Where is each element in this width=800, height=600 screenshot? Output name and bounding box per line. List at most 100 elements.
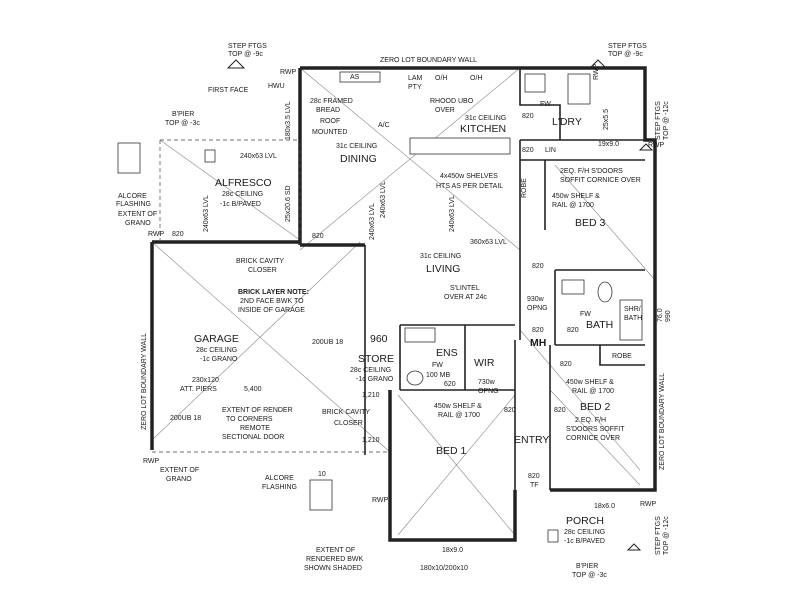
bath-opng-2: OPNG <box>527 305 548 312</box>
garage-brick-cavity-1: BRICK CAVITY <box>236 258 284 265</box>
step-marker-right-icon <box>588 59 608 69</box>
garage-5400: 5,400 <box>244 386 262 393</box>
garage-extent-1: EXTENT OF <box>160 467 199 474</box>
bath-fw: FW <box>580 311 591 318</box>
wir-opng-1: 730w <box>478 379 496 386</box>
dining-ceiling: 31c CEILING <box>336 143 377 150</box>
kitchen-name: KITCHEN <box>460 123 506 135</box>
ens-fw: FW <box>432 362 443 369</box>
bottom-extent-1: EXTENT OF <box>316 547 355 554</box>
living-lvl-vert: 240x63 LVL <box>449 195 456 232</box>
laundry-name: L'DRY <box>552 116 582 128</box>
alcove-top-1: ALCORE <box>118 193 147 200</box>
entry-name: ENTRY <box>514 434 549 446</box>
garage-brick-note-2: 2ND FACE BWK TO <box>240 298 304 305</box>
garage-render-3: REMOTE <box>240 425 270 432</box>
garage-render-1: EXTENT OF RENDER <box>222 407 293 414</box>
walls <box>150 66 657 542</box>
bed3-robe: ROBE <box>521 178 528 198</box>
step-ftgs-right-top: TOP @ -9c <box>608 51 643 58</box>
entry-tf: TF <box>530 482 539 489</box>
wir-opng-2: OPNG <box>478 388 499 395</box>
oh-label-1: O/H <box>435 75 447 82</box>
kitchen-island-icon <box>409 137 511 155</box>
step-ftgs-right-label: STEP FTGS <box>608 43 647 50</box>
washer-icon <box>567 73 591 105</box>
bed3-doors-1: 2EQ. F/H S'DOORS <box>560 168 623 175</box>
bath-820-b: 820 <box>567 327 579 334</box>
bed2-robe: ROBE <box>612 353 632 360</box>
garage-render-4: SECTIONAL DOOR <box>222 434 284 441</box>
alcove-detail-bottom-icon <box>309 479 333 511</box>
porch-bpier: B'PIER <box>576 563 598 570</box>
garage-alcove-num: 10 <box>318 471 326 478</box>
pty-label: PTY <box>408 84 422 91</box>
garage-ub18-top: 200UB 18 <box>312 339 343 346</box>
step-marker-porch-icon <box>626 543 642 551</box>
wir-name: WIR <box>474 357 495 369</box>
bed2-doors-2: S'DOORS SOFFIT <box>566 426 625 433</box>
dining-name: DINING <box>340 153 377 165</box>
bed1-shelf-1: 450w SHELF & <box>434 403 482 410</box>
vanity-icon <box>561 279 585 295</box>
framed-roof-1: 28c FRAMED <box>310 98 353 105</box>
laundry-820: 820 <box>522 147 534 154</box>
toilet-icon <box>597 281 613 303</box>
hall-820: 820 <box>560 361 572 368</box>
garage-extent-2: GRANO <box>166 476 192 483</box>
hwu-label: HWU <box>268 83 285 90</box>
living-lvl: 360x63 LVL <box>470 239 507 246</box>
dining-lvl: 240x63 LVL <box>240 153 277 160</box>
lam-label: LAM <box>408 75 423 82</box>
laundry-fw: FW <box>540 101 551 108</box>
bed2-shelf-2: RAIL @ 1700 <box>572 388 614 395</box>
bath-name: BATH <box>586 319 613 331</box>
laundry-step-ftgs: STEP FTGS <box>655 101 662 140</box>
garage-grano: -1c GRANO <box>200 356 238 363</box>
store-1210-b: 1,210 <box>362 437 380 444</box>
alfresco-beam: 180x3.5 LVL <box>285 101 292 140</box>
wir-820: 820 <box>504 407 516 414</box>
alfresco-lvl-side: 240x63 LVL <box>203 195 210 232</box>
garage-alcove-1: ALCORE <box>265 475 294 482</box>
bottom-rwp: RWP <box>372 497 389 504</box>
bed2-boundary-wall: ZERO LOT BOUNDARY WALL <box>659 373 666 470</box>
porch-step-ftgs: STEP FTGS <box>655 516 662 555</box>
garage-ub18: 200UB 18 <box>170 415 201 422</box>
kitchen-ceiling: 31c CEILING <box>465 115 506 122</box>
store-ceiling: 28c CEILING <box>350 367 391 374</box>
roof-diagonals <box>151 67 656 536</box>
garage-piers-1: 230x120 <box>192 377 219 384</box>
laundry-side-dim: 25x5.5 <box>603 109 610 130</box>
rangehood-icon <box>339 71 381 83</box>
linen-label: LIN <box>545 147 556 154</box>
alfresco-820: 820 <box>172 231 184 238</box>
bed1-name: BED 1 <box>436 445 467 457</box>
porch-rwp: RWP <box>640 501 657 508</box>
bath-side-dim-1: 76.0 <box>657 308 664 322</box>
porch-ceiling: 28c CEILING <box>564 529 605 536</box>
ensuite-toilet-icon <box>406 370 424 386</box>
alfresco-paved: -1c B/PAVED <box>220 201 261 208</box>
bottom-extent-2: RENDERED BWK <box>306 556 364 563</box>
extent-grano-top-1: EXTENT OF <box>118 211 157 218</box>
trough-icon <box>524 73 546 93</box>
alcove-detail-icon <box>117 142 141 174</box>
as-label: AS <box>350 74 360 81</box>
garage-alcove-2: FLASHING <box>262 484 297 491</box>
alfresco-820: 820 <box>312 233 324 240</box>
boundary-top-label: ZERO LOT BOUNDARY WALL <box>380 57 477 64</box>
garage-name: GARAGE <box>194 333 239 345</box>
bed1-bottom-dim-2: 180x10/200x10 <box>420 565 468 572</box>
store-grano: -1c GRANO <box>356 376 394 383</box>
garage-rwp: RWP <box>143 458 160 465</box>
garage-ceiling: 28c CEILING <box>196 347 237 354</box>
garage-piers-2: ATT. PIERS <box>180 386 217 393</box>
alfresco-sd: 25x20.6 SD <box>285 185 292 222</box>
pier-icon <box>204 149 216 163</box>
alfresco-ceiling: 28c CEILING <box>222 191 263 198</box>
framed-roof-4: MOUNTED <box>312 129 347 136</box>
bed1-bottom-dim: 18x9.0 <box>442 547 463 554</box>
living-shelves-2: HTS AS PER DETAIL <box>436 183 503 190</box>
living-ceiling: 31c CEILING <box>420 253 461 260</box>
